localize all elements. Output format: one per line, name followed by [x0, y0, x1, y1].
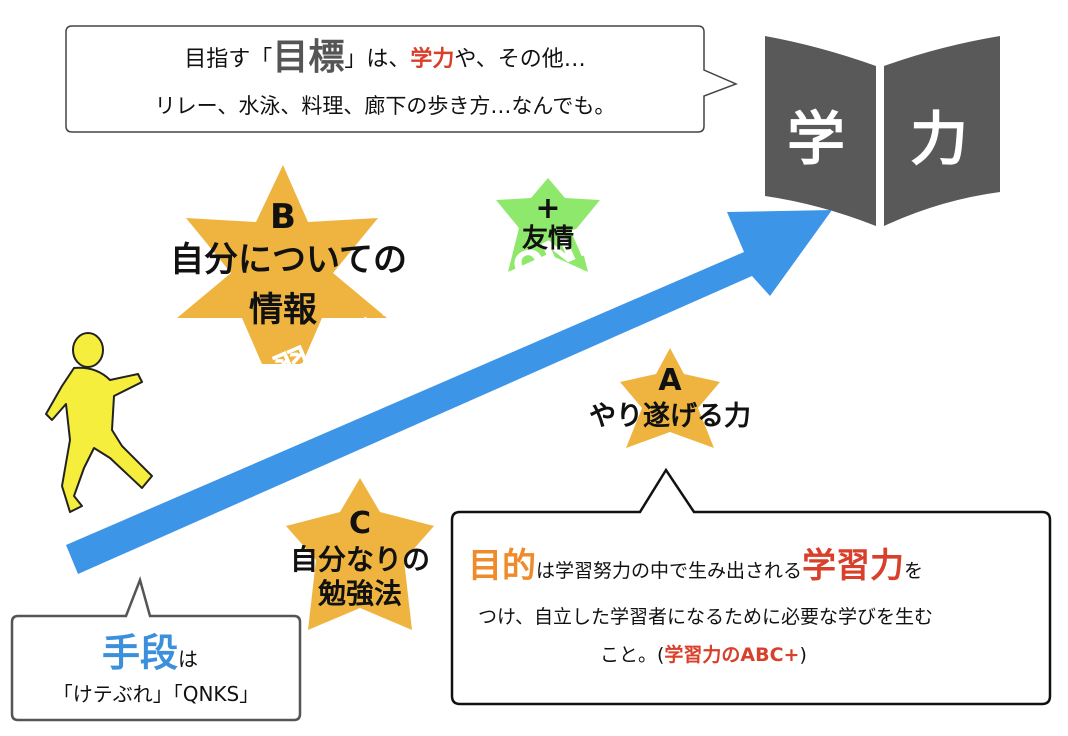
purpose-line3-c: ): [799, 644, 807, 666]
star-b-letter: B: [270, 197, 296, 237]
runner-icon: [45, 332, 153, 513]
goal-line1-a: 目指す「: [184, 47, 273, 72]
star-c-label: C 自分なりの 勉強法: [270, 506, 450, 611]
purpose-line1-c: を: [904, 560, 924, 582]
means-keyword: 手段: [102, 631, 179, 675]
star-a: [620, 348, 720, 448]
purpose-abc-keyword: 学習力のABC+: [664, 644, 800, 666]
star-b-label: B 自分についての 情報: [170, 196, 407, 332]
means-speech-box: [10, 576, 302, 722]
purpose-speech-box: [450, 467, 1052, 706]
star-c-line2: 勉強法: [317, 576, 402, 610]
goal-line1-c: や、その他…: [454, 47, 586, 72]
goal-line-2: リレー、水泳、料理、廊下の歩き方…なんでも。: [154, 94, 616, 118]
star-plus-label: + 友情: [498, 192, 598, 254]
means-title-suffix: は: [178, 647, 199, 671]
star-a-letter: A: [658, 363, 682, 398]
purpose-line-1: 目的は学習努力の中で生み出される学習力を: [468, 538, 923, 587]
star-plus-symbol: +: [535, 191, 561, 226]
purpose-line-2: つけ、自立した学習者になるために必要な学びを生む: [478, 606, 934, 628]
learning-arrow: [66, 210, 832, 574]
goal-speech-box: [65, 25, 738, 133]
star-plus: [496, 178, 600, 272]
book-icon: [765, 36, 1000, 226]
means-items: 「けテぶれ」「QNKS」: [52, 682, 260, 706]
purpose-learning-power: 学習力: [802, 546, 905, 586]
purpose-keyword: 目的: [468, 546, 536, 586]
book-left-char: 学: [787, 105, 846, 173]
star-a-label: A やり遂げる力: [570, 362, 770, 433]
purpose-line3-a: こと。(: [600, 644, 665, 666]
star-a-text: やり遂げる力: [589, 400, 751, 432]
star-b-line1: 自分についての: [170, 239, 407, 280]
star-b-line2: 情報: [249, 290, 317, 330]
star-c: [286, 478, 434, 630]
purpose-line1-a: は学習努力の中で生み出される: [536, 560, 803, 582]
book-right-char: 力: [910, 105, 969, 173]
purpose-line-3: こと。(学習力のABC+): [600, 640, 807, 667]
goal-line-1: 目指す「目標」は、学力や、その他…: [0, 38, 770, 80]
goal-academic-keyword: 学力: [410, 47, 455, 72]
star-plus-text: 友情: [521, 224, 574, 254]
star-c-line1: 自分なりの: [289, 542, 430, 576]
goal-line1-b: 」は、: [344, 47, 411, 72]
star-b: [177, 165, 387, 364]
means-title: 手段は: [102, 622, 198, 677]
goal-keyword: 目標: [272, 37, 345, 78]
star-c-letter: C: [348, 506, 372, 541]
